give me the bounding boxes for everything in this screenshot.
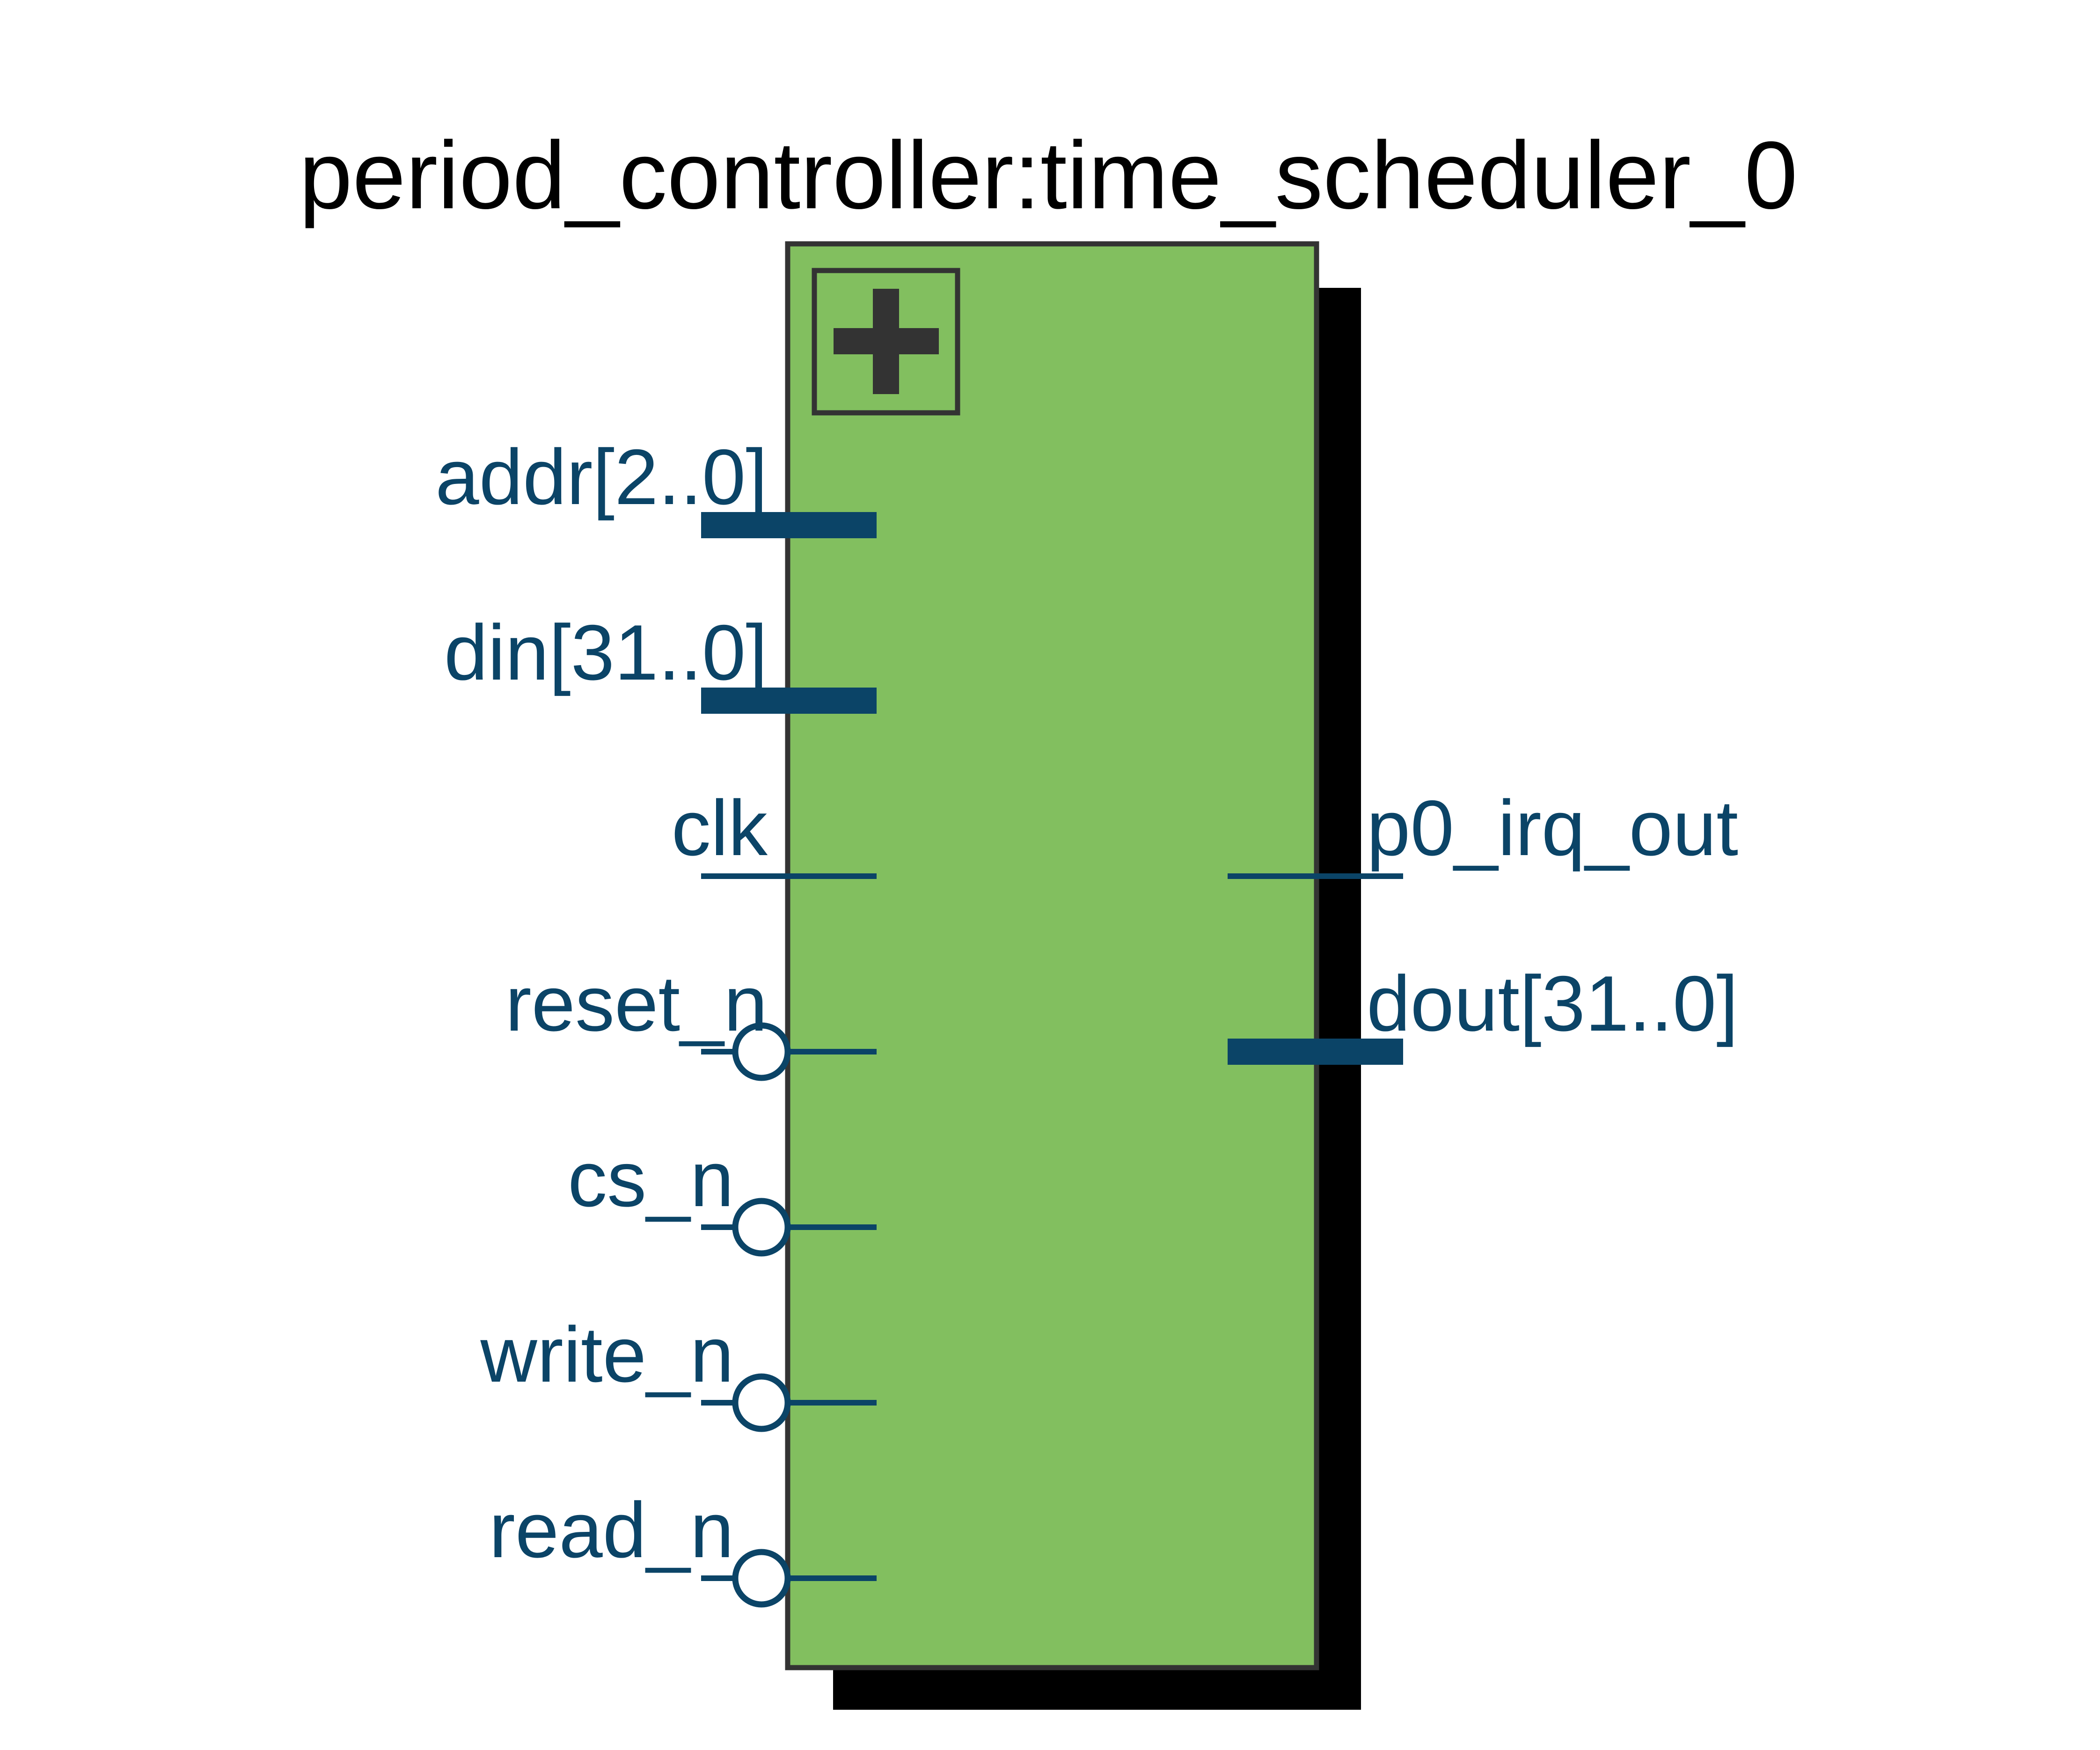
block[interactable]	[785, 241, 1361, 1710]
output-ports: p0_irq_out dout[31..0]	[1228, 784, 1738, 1065]
port-write-n-inversion-bubble	[732, 1373, 791, 1432]
port-din-label: din[31..0]	[444, 608, 768, 696]
port-p0-irq-out-label: p0_irq_out	[1367, 784, 1738, 872]
port-dout[interactable]: dout[31..0]	[1228, 959, 1738, 1065]
port-addr[interactable]: addr[2..0]	[435, 433, 877, 538]
port-din[interactable]: din[31..0]	[444, 608, 877, 714]
expand-box	[812, 268, 960, 416]
port-clk[interactable]: clk	[672, 784, 877, 879]
block-body[interactable]	[785, 241, 1319, 1670]
port-dout-label: dout[31..0]	[1367, 959, 1738, 1047]
input-ports: addr[2..0] din[31..0] clk reset_n cs_n write_…	[435, 433, 877, 1608]
port-p0-irq-out[interactable]: p0_irq_out	[1228, 784, 1738, 879]
port-reset-n-inversion-bubble	[732, 1022, 791, 1081]
port-reset-n-label: reset_n	[505, 959, 768, 1047]
port-write-n-label: write_n	[480, 1311, 734, 1399]
expand-button[interactable]	[812, 268, 960, 416]
port-read-n-inversion-bubble	[732, 1549, 791, 1608]
port-write-n[interactable]: write_n	[480, 1311, 877, 1432]
port-cs-n-label: cs_n	[568, 1135, 734, 1223]
port-read-n[interactable]: read_n	[489, 1486, 877, 1608]
port-read-n-label: read_n	[489, 1486, 734, 1574]
port-cs-n[interactable]: cs_n	[568, 1135, 877, 1257]
port-addr-label: addr[2..0]	[435, 433, 768, 521]
port-clk-label: clk	[672, 784, 768, 872]
block-title: period_controller:time_scheduler_0	[299, 122, 1798, 229]
port-cs-n-inversion-bubble	[732, 1198, 791, 1257]
port-reset-n[interactable]: reset_n	[505, 959, 877, 1081]
plus-icon	[873, 289, 899, 394]
